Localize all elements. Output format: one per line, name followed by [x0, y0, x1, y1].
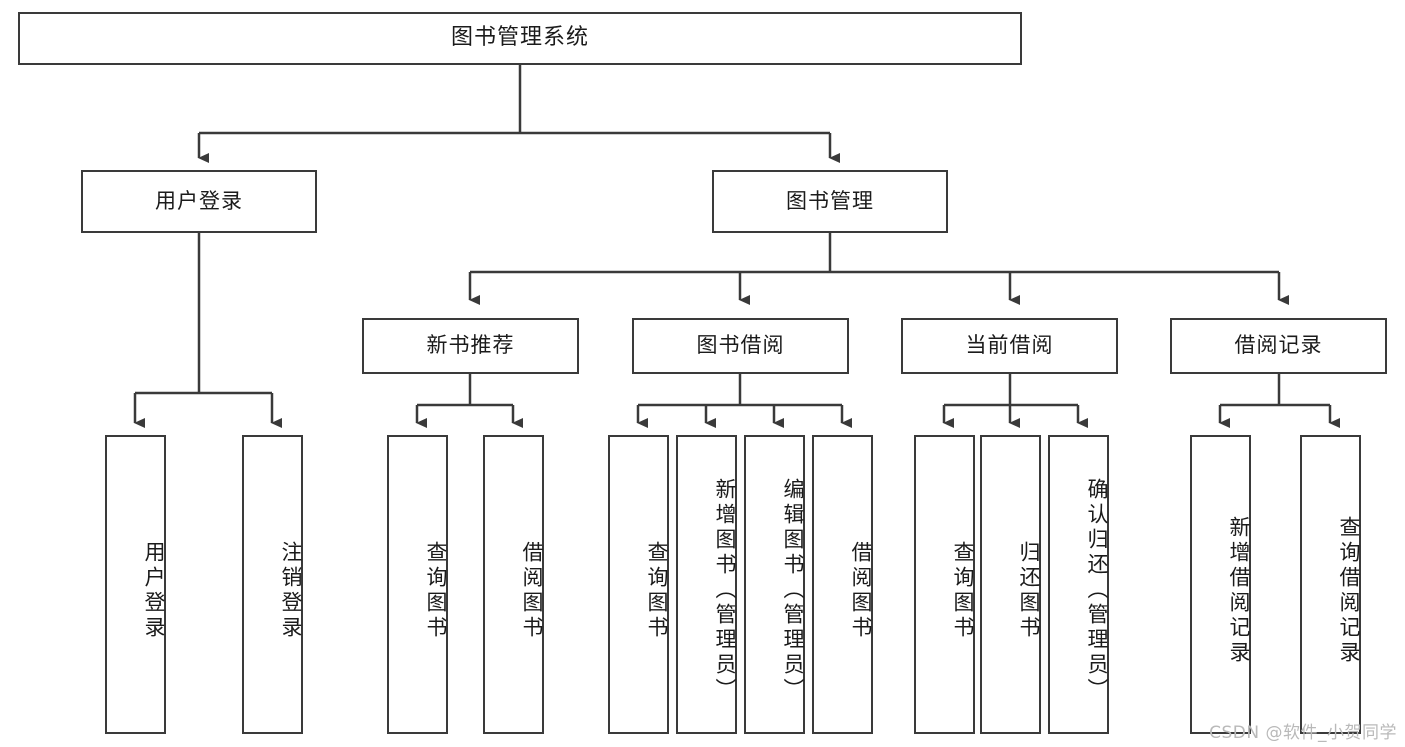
leaf-label: 查询图书: [645, 540, 669, 641]
leaf-label: 新增图书（管理员）: [713, 478, 737, 703]
node-new-book-recommend[interactable]: 新书推荐: [362, 318, 579, 374]
node-user-login[interactable]: 用户登录: [81, 170, 317, 233]
leaf-user-login-logout[interactable]: 注销登录: [242, 435, 303, 734]
csdn-watermark: CSDN @软件_小贺同学: [1209, 723, 1397, 743]
node-book-borrow[interactable]: 图书借阅: [632, 318, 849, 374]
leaf-label: 新增借阅记录: [1227, 515, 1251, 666]
leaf-label: 确认归还（管理员）: [1085, 478, 1109, 703]
leaf-label: 查询图书: [951, 540, 975, 641]
leaf-label: 注销登录: [279, 540, 303, 641]
leaf-label: 编辑图书（管理员）: [781, 478, 805, 703]
leaf-current-borrow-return[interactable]: 归还图书: [980, 435, 1041, 734]
leaf-new-book-borrow[interactable]: 借阅图书: [483, 435, 544, 734]
leaf-label: 查询借阅记录: [1337, 515, 1361, 666]
leaf-current-borrow-confirm-return[interactable]: 确认归还（管理员）: [1048, 435, 1109, 734]
leaf-book-borrow-add[interactable]: 新增图书（管理员）: [676, 435, 737, 734]
leaf-label: 借阅图书: [520, 540, 544, 641]
node-book-management[interactable]: 图书管理: [712, 170, 948, 233]
node-root-system[interactable]: 图书管理系统: [18, 12, 1022, 65]
node-current-borrow[interactable]: 当前借阅: [901, 318, 1118, 374]
leaf-label: 借阅图书: [849, 540, 873, 641]
leaf-label: 归还图书: [1017, 540, 1041, 641]
leaf-borrow-record-query[interactable]: 查询借阅记录: [1300, 435, 1361, 734]
leaf-book-borrow-query[interactable]: 查询图书: [608, 435, 669, 734]
leaf-book-borrow-borrow[interactable]: 借阅图书: [812, 435, 873, 734]
leaf-new-book-query[interactable]: 查询图书: [387, 435, 448, 734]
leaf-label: 用户登录: [142, 540, 166, 641]
leaf-label: 查询图书: [424, 540, 448, 641]
leaf-book-borrow-edit[interactable]: 编辑图书（管理员）: [744, 435, 805, 734]
node-borrow-record[interactable]: 借阅记录: [1170, 318, 1387, 374]
leaf-user-login-login[interactable]: 用户登录: [105, 435, 166, 734]
leaf-current-borrow-query[interactable]: 查询图书: [914, 435, 975, 734]
leaf-borrow-record-add[interactable]: 新增借阅记录: [1190, 435, 1251, 734]
